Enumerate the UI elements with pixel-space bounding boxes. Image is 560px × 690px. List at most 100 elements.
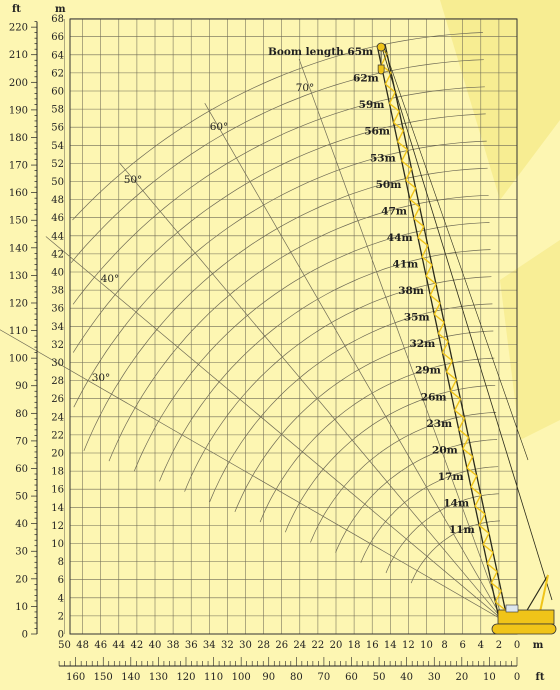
- m-tick-label: 18: [51, 467, 64, 478]
- boom-length-label: 26m: [421, 391, 447, 403]
- boom-lattice: [409, 198, 421, 208]
- x-m-tick-label: 40: [149, 640, 162, 651]
- ft-tick-label: 200: [9, 78, 28, 89]
- x-m-tick-label: 30: [239, 640, 252, 651]
- ft-unit-label: ft: [12, 4, 21, 15]
- crawler-track: [491, 623, 557, 635]
- x-ft-tick-label: 80: [290, 672, 303, 683]
- boom-length-label: 35m: [404, 312, 430, 324]
- x-m-tick-label: 38: [167, 640, 180, 651]
- x-m-tick-label: 22: [312, 640, 325, 651]
- boom-lattice: [486, 552, 494, 565]
- ft-tick-label: 50: [15, 492, 28, 503]
- x-ft-tick-label: 70: [318, 672, 331, 683]
- x-ft-tick-label: 0: [514, 672, 520, 683]
- boom-length-label: 50m: [376, 179, 402, 191]
- x-m-tick-label: 6: [460, 640, 466, 651]
- boom-lattice: [388, 91, 396, 104]
- boom-head-sheave: [376, 42, 386, 52]
- boom-length-label: 53m: [370, 152, 396, 164]
- m-tick-label: 28: [51, 376, 64, 387]
- m-tick-label: 56: [51, 123, 64, 134]
- m-tick-label: 16: [51, 485, 64, 496]
- boom-lattice: [474, 505, 486, 515]
- boom-lattice: [486, 563, 498, 573]
- x-ft-tick-label: 60: [345, 672, 358, 683]
- angle-ray: [45, 236, 504, 621]
- boom-length-label: 17m: [438, 471, 464, 483]
- x-m-tick-label: 10: [420, 640, 433, 651]
- boom-lattice: [441, 352, 453, 362]
- m-tick-label: 66: [51, 32, 64, 43]
- x-ft-tick-label: 160: [66, 672, 85, 683]
- ft-tick-label: 140: [9, 243, 28, 254]
- x-m-tick-label: 12: [402, 640, 415, 651]
- x-ft-tick-label: 40: [400, 672, 413, 683]
- x-m-tick-label: 24: [293, 640, 306, 651]
- angle-label: 60°: [210, 121, 229, 133]
- pendant-line: [380, 44, 553, 601]
- boom-arc: [73, 140, 487, 408]
- boom-arc: [159, 249, 491, 482]
- x-m-tick-label: 14: [384, 640, 397, 651]
- m-tick-label: 62: [51, 68, 64, 79]
- boom-length-label: 14m: [443, 497, 469, 509]
- watermark: [440, 0, 560, 440]
- hook-block: [377, 64, 385, 75]
- boom-lattice: [384, 83, 396, 93]
- boom-lattice: [401, 160, 412, 170]
- angle-label: 30°: [92, 372, 111, 384]
- m-tick-label: 24: [51, 412, 64, 423]
- m-tick-label: 14: [51, 503, 64, 514]
- boom-lattice: [396, 130, 405, 143]
- m-unit-label: m: [55, 4, 66, 15]
- boom-lattice: [466, 467, 478, 477]
- m-tick-label: 58: [51, 105, 64, 116]
- x-m-tick-label: 28: [257, 640, 270, 651]
- x-m-tick-label: 46: [94, 640, 107, 651]
- x-ft-unit-label: ft: [536, 672, 545, 683]
- x-m-tick-label: 42: [131, 640, 144, 651]
- grid: [64, 18, 518, 635]
- boom-length-label: 32m: [409, 338, 435, 350]
- boom-arc: [70, 59, 484, 264]
- x-m-unit-label: m: [533, 640, 544, 651]
- boom-arc: [209, 303, 493, 502]
- boom-lattice: [450, 390, 461, 400]
- boom-lattice: [429, 283, 437, 296]
- m-tick-label: 6: [58, 575, 64, 586]
- x-ft-tick-label: 20: [455, 672, 468, 683]
- gantry: [525, 574, 549, 613]
- angle-label: 50°: [124, 174, 143, 186]
- ft-tick-label: 160: [9, 188, 28, 199]
- ft-tick-label: 40: [15, 519, 28, 530]
- m-tick-label: 2: [58, 611, 64, 622]
- ft-tick-label: 70: [15, 436, 28, 447]
- x-m-tick-label: 16: [366, 640, 379, 651]
- x-m-tick-label: 20: [330, 640, 343, 651]
- boom-lattice: [445, 360, 453, 373]
- m-tick-label: 64: [51, 50, 64, 61]
- x-m-tick-label: 34: [203, 640, 216, 651]
- boom-lattice: [458, 417, 466, 430]
- boom-lattice: [393, 122, 404, 132]
- pendant-line: [382, 44, 529, 461]
- ft-tick-label: 180: [9, 133, 28, 144]
- m-tick-label: 36: [51, 304, 64, 315]
- watermark-stripe: [440, 0, 560, 200]
- m-tick-label: 42: [51, 249, 64, 260]
- boom-lattice: [421, 256, 433, 266]
- x-ft-tick-label: 10: [483, 672, 496, 683]
- grid-frame: [69, 18, 518, 635]
- boom-angle-rays: [0, 59, 504, 621]
- boom-length-label: 38m: [398, 285, 424, 297]
- m-tick-label: 30: [51, 358, 64, 369]
- boom-arc: [108, 194, 489, 462]
- m-tick-label: 4: [58, 593, 64, 604]
- x-ft-tick-label: 140: [121, 672, 140, 683]
- ft-tick-label: 130: [9, 271, 28, 282]
- boom-lattice: [478, 513, 486, 526]
- m-tick-label: 38: [51, 286, 64, 297]
- crawler-crane: [376, 42, 557, 635]
